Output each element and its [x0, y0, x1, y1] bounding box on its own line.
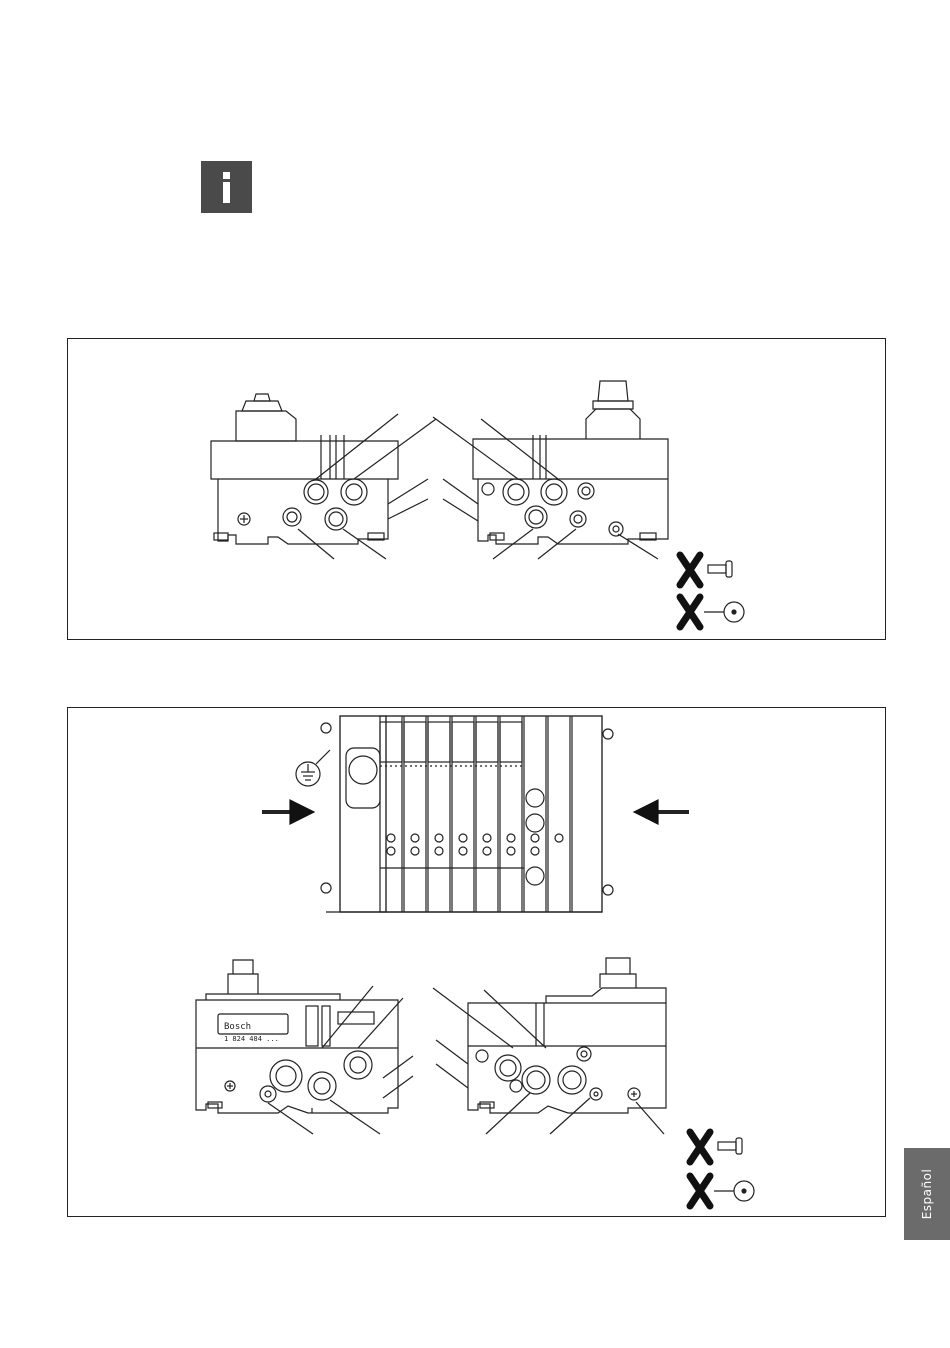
arrow-left-icon	[634, 800, 689, 824]
left-end-plate-bottom-drawing	[196, 960, 413, 1134]
part-number-label: 1 824 484 ...	[224, 1035, 279, 1043]
left-end-plate-drawing	[211, 394, 436, 559]
language-tab: Español	[904, 1148, 950, 1240]
no-screw-icon	[690, 1132, 742, 1162]
info-icon	[201, 161, 252, 213]
figure-valve-terminal-end-plates	[67, 338, 886, 640]
no-ground-terminal-icon	[680, 597, 744, 627]
right-end-plate-drawing	[433, 381, 668, 559]
language-tab-label: Español	[920, 1169, 934, 1220]
right-end-plate-bottom-drawing	[433, 958, 666, 1134]
figure-valve-terminal-assembly: Bosch 1 824 484 ...	[67, 707, 886, 1217]
arrow-right-icon	[262, 800, 314, 824]
valve-slices	[380, 716, 602, 912]
ground-symbol-icon	[296, 750, 330, 786]
no-ground-terminal-icon	[690, 1176, 754, 1206]
valve-terminal-top-view	[321, 716, 613, 912]
no-screw-icon	[680, 555, 732, 585]
bosch-label: Bosch	[224, 1022, 251, 1032]
